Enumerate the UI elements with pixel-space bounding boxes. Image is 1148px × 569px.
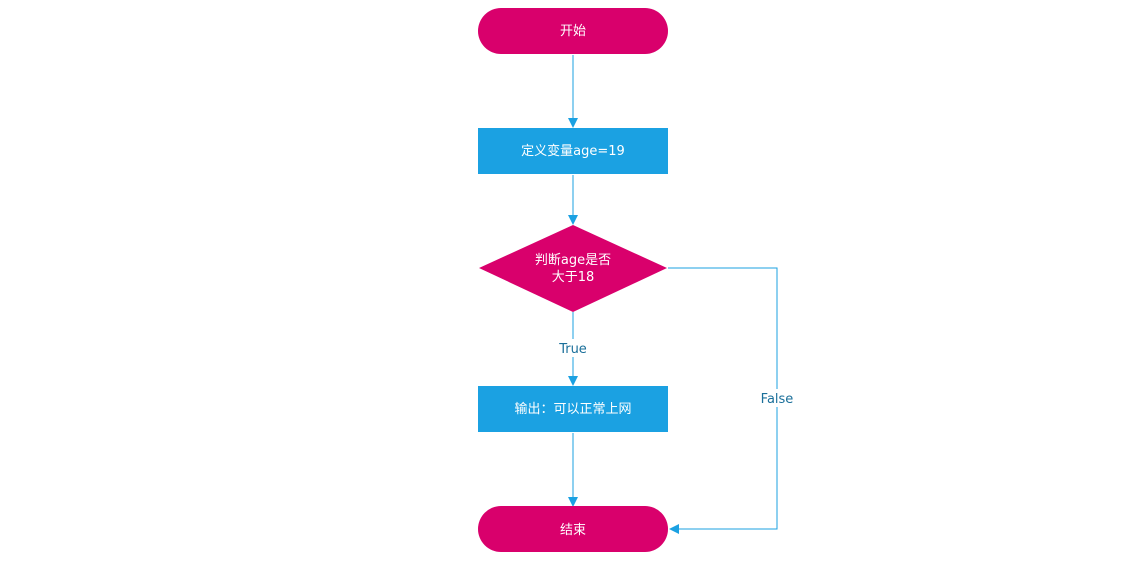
output-process [478,386,668,432]
output-label: 输出：可以正常上网 [514,401,631,417]
edge-label-false-backdrop [757,389,797,407]
edge-label-true-backdrop [555,339,591,357]
start-terminal [478,8,668,54]
define-label: 定义变量age=19 [521,143,625,159]
decision-label-line2: 大于18 [552,270,595,285]
define-process [478,128,668,174]
decision-diamond [479,225,667,312]
end-terminal [478,506,668,552]
end-label: 结束 [560,523,586,538]
decision-label-line1: 判断age是否 [535,253,611,268]
edge-label-true: True [558,342,587,357]
edge-label-false: False [761,392,794,407]
start-label: 开始 [560,24,586,39]
